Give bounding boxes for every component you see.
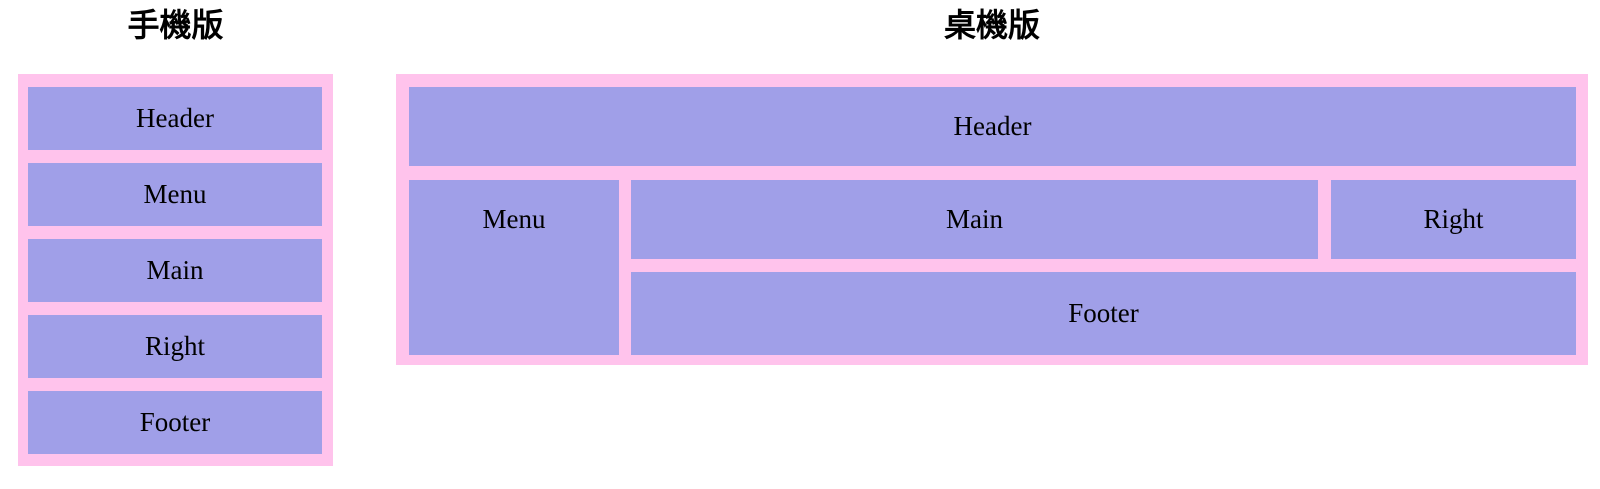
desktop-center-column: Main Right Footer [631,180,1576,355]
mobile-footer-box: Footer [28,391,322,454]
desktop-menu-box: Menu [409,180,619,355]
mobile-version-title: 手機版 [127,7,224,43]
desktop-layout-frame: Header Menu Main Right Footer [396,74,1588,365]
mobile-version-panel: 手機版 Header Menu Main Right Footer [18,0,333,466]
mobile-layout-frame: Header Menu Main Right Footer [18,74,333,466]
desktop-version-title: 桌機版 [943,7,1040,43]
mobile-header-box: Header [28,87,322,150]
mobile-menu-box: Menu [28,163,322,226]
desktop-main-box: Main [631,180,1318,259]
desktop-right-box: Right [1331,180,1576,259]
mobile-main-box: Main [28,239,322,302]
desktop-main-row: Main Right [631,180,1576,259]
mobile-right-box: Right [28,315,322,378]
desktop-content-row: Menu Main Right Footer [409,180,1576,355]
desktop-header-box: Header [409,87,1576,166]
desktop-footer-box: Footer [631,272,1576,355]
layout-comparison: 手機版 Header Menu Main Right Footer 桌機版 He… [18,0,1588,466]
desktop-version-panel: 桌機版 Header Menu Main Right Footer [396,0,1588,365]
